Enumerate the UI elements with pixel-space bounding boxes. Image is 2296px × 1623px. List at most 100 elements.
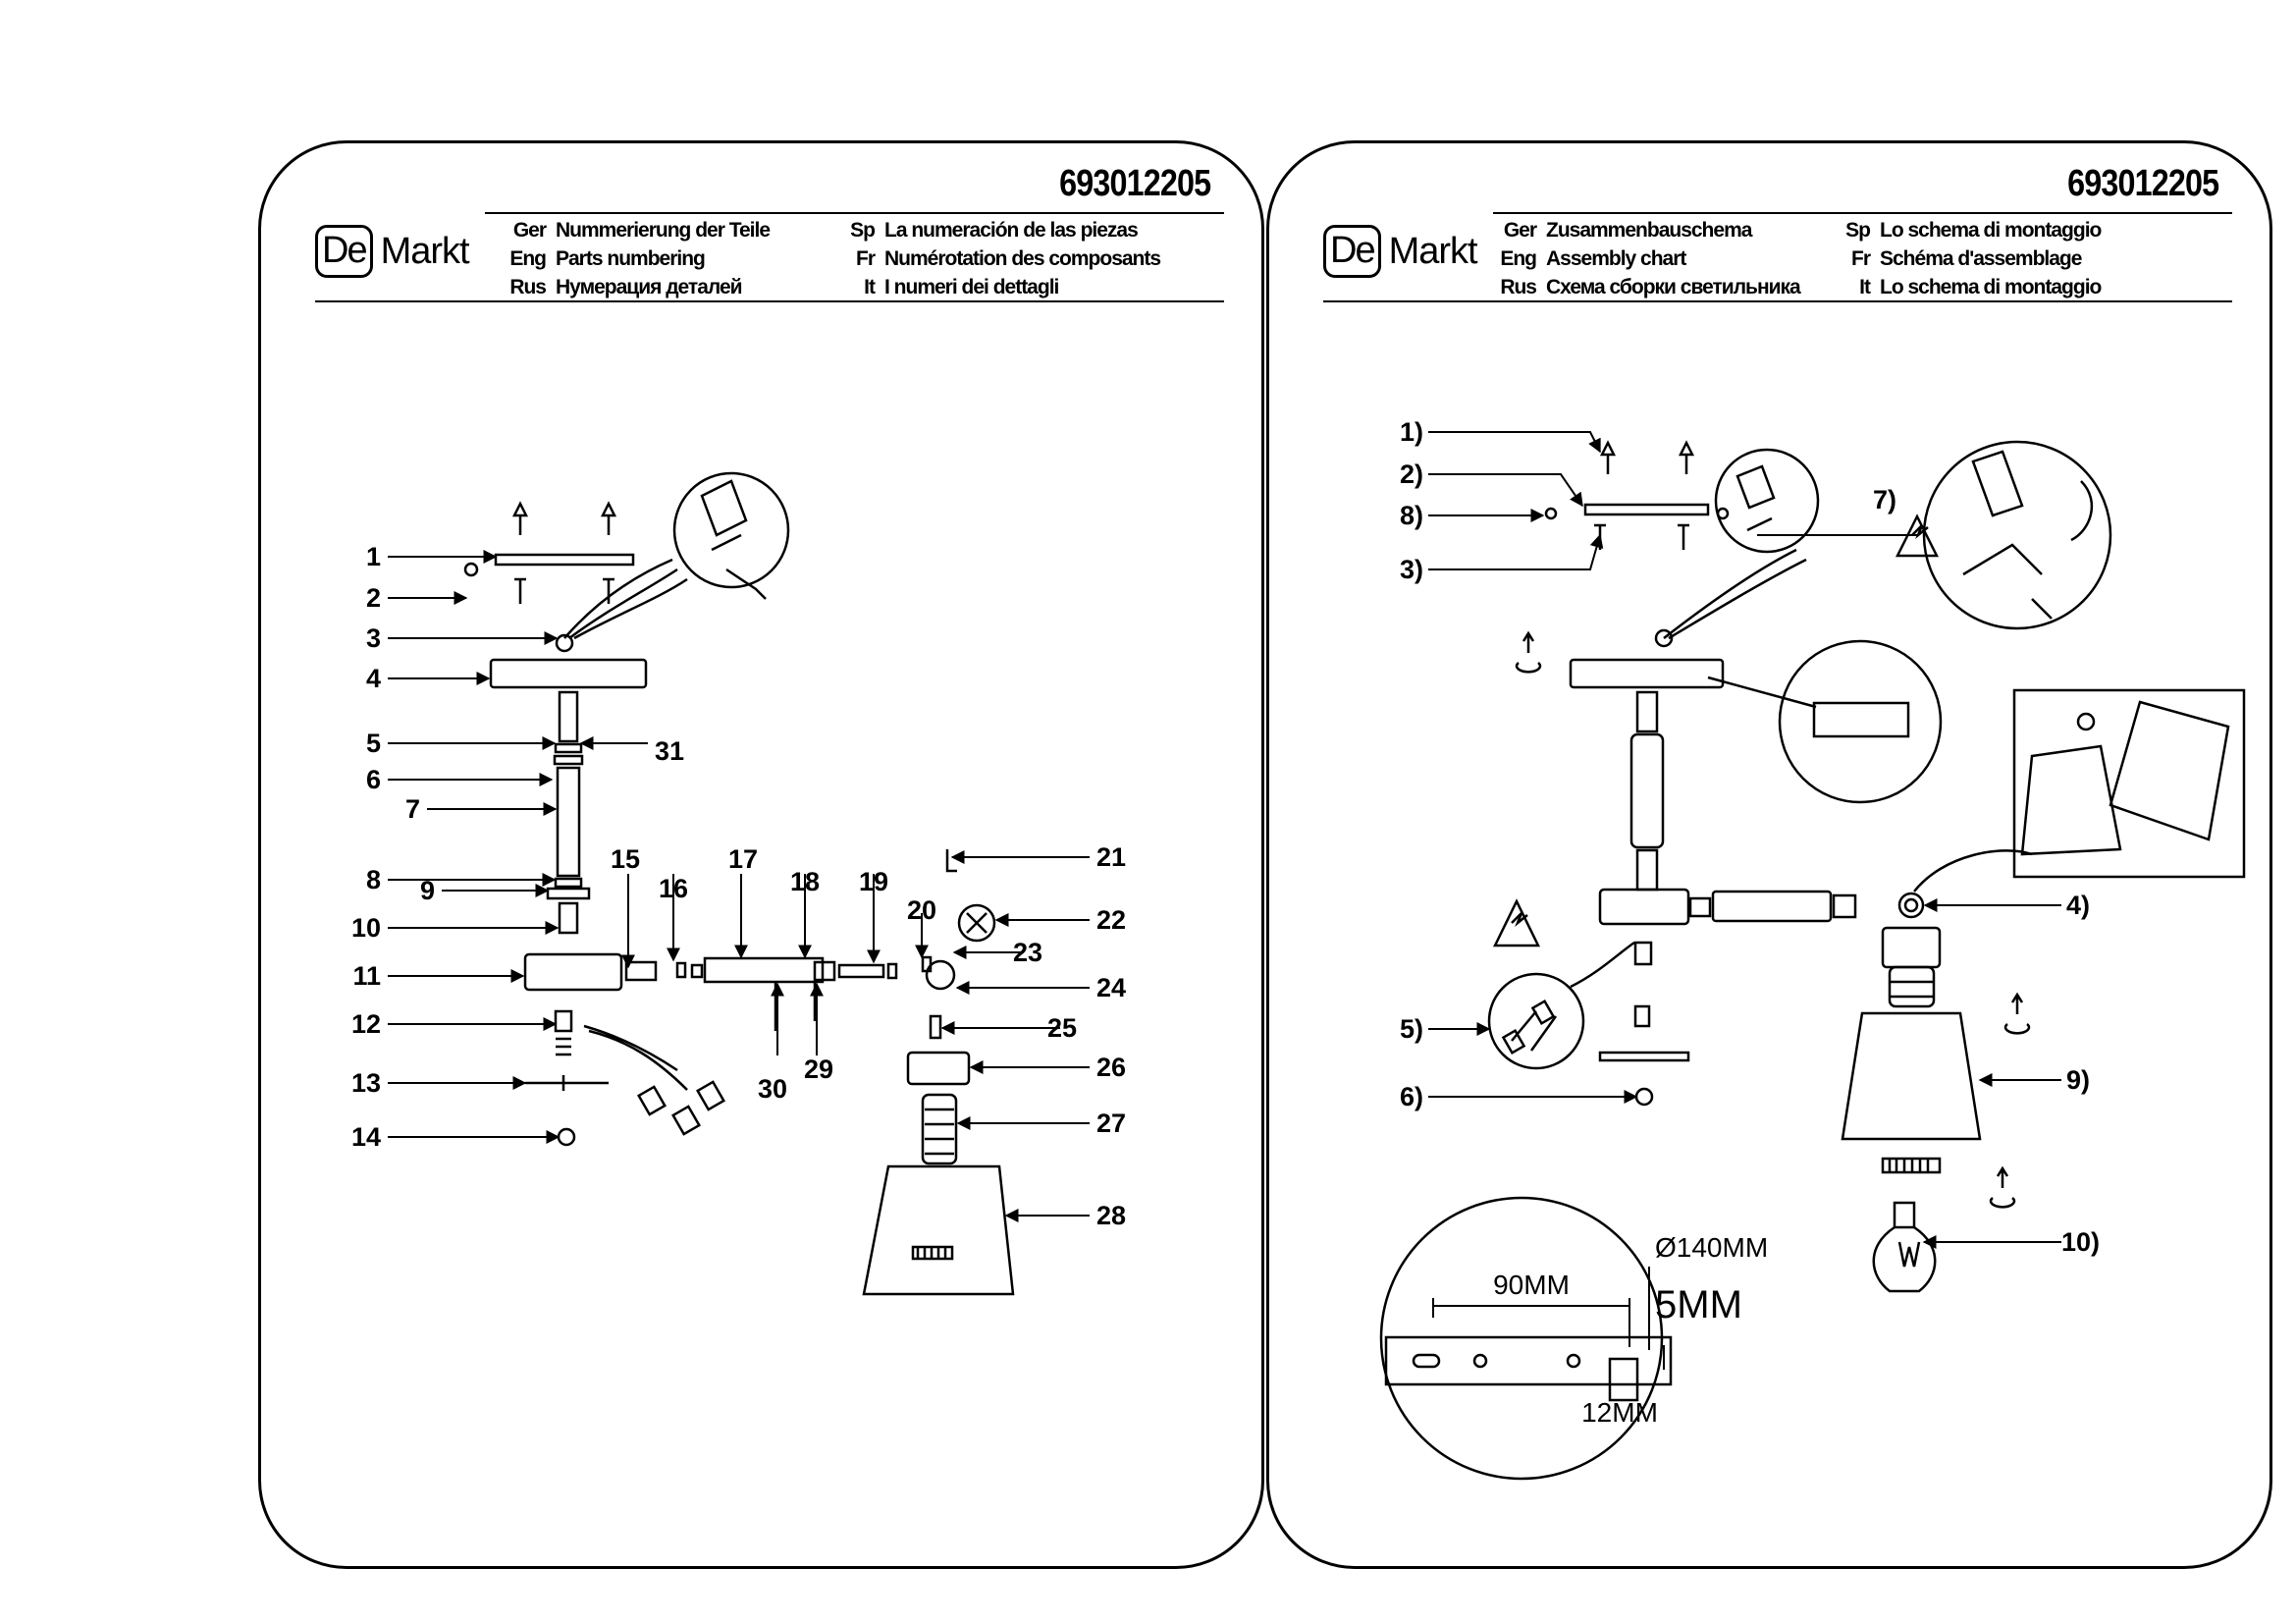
lamp-holder	[921, 1093, 958, 1165]
wall-plug-icon	[600, 501, 617, 535]
left-exploded-view	[388, 471, 1090, 1296]
rotate-icon	[1515, 662, 1542, 674]
screw-icon	[603, 577, 614, 604]
shade-tilt-detail	[2012, 688, 2246, 879]
callout-12: 12	[351, 1009, 381, 1039]
wiring-detail-circle	[672, 471, 790, 589]
ball-nut	[557, 1127, 576, 1147]
header-rule-top	[485, 212, 1224, 214]
shade-ring	[906, 1051, 971, 1086]
junction-box	[523, 952, 623, 992]
title-eng: Assembly chart	[1546, 247, 1686, 270]
callout-3: 3	[366, 623, 381, 653]
title-it: I numeri dei dettagli	[884, 276, 1059, 298]
header-rule-bottom	[315, 300, 1224, 302]
callout-r2: 2)	[1400, 460, 1423, 489]
callout-5: 5	[366, 729, 381, 758]
bracket-plate	[1384, 1335, 1673, 1386]
callout-11: 11	[352, 961, 381, 991]
hook-icon	[945, 849, 957, 873]
mounting-bracket	[494, 553, 635, 567]
stem-tube	[1629, 732, 1665, 849]
arm-tube	[703, 956, 825, 984]
callout-r3: 3)	[1400, 555, 1423, 584]
callout-r1: 1)	[1400, 417, 1423, 447]
lamp-shade	[1841, 1011, 1982, 1141]
right-assembly-view	[1379, 431, 2246, 1481]
callout-10: 10	[351, 913, 381, 943]
callout-21: 21	[1096, 842, 1126, 872]
brand-logo: De Markt	[315, 222, 470, 281]
bulb-icon	[1872, 1225, 1937, 1293]
callout-22: 22	[1096, 905, 1126, 935]
callout-r4: 4)	[2066, 891, 2090, 920]
lamp-shade	[862, 1164, 1015, 1296]
callout-r8: 8)	[1400, 501, 1423, 530]
callout-r5: 5)	[1400, 1014, 1423, 1044]
arm-tube	[1711, 890, 1833, 923]
callout-17: 17	[728, 844, 758, 874]
terminal-block	[554, 1009, 573, 1033]
callout-7: 7	[405, 794, 420, 824]
callout-25: 25	[1047, 1013, 1077, 1043]
header-rule-bottom	[1323, 300, 2232, 302]
brand-word: Markt	[1388, 230, 1478, 272]
header-rule-top	[1493, 212, 2232, 214]
callout-20: 20	[907, 895, 936, 925]
title-sp: Lo schema di montaggio	[1880, 219, 2102, 242]
brand-logo: De Markt	[1323, 222, 1478, 281]
brand-mark: De	[315, 225, 373, 278]
callout-14: 14	[351, 1122, 381, 1152]
wall-plug-icon	[511, 501, 529, 535]
callout-28: 28	[1096, 1201, 1126, 1230]
brand-word: Markt	[380, 230, 470, 272]
spacing-label: 90MM	[1493, 1270, 1570, 1300]
canopy	[489, 658, 648, 689]
swivel-joint	[1897, 892, 1925, 919]
title-ger: Nummerierung der Teile	[556, 219, 771, 242]
callout-2: 2	[366, 583, 381, 613]
screw-icon	[514, 577, 526, 604]
diameter-label: Ø140MM	[1655, 1232, 1768, 1263]
product-code: 693012205	[1058, 163, 1211, 204]
arm-coupler	[624, 960, 658, 982]
canopy	[1569, 658, 1725, 689]
title-it: Lo schema di montaggio	[1880, 276, 2102, 298]
ball-nut	[1634, 1087, 1654, 1107]
offset-label: 5MM	[1655, 1283, 1742, 1326]
title-rus: Схема сборки светильника	[1546, 276, 1801, 298]
callout-r9: 9)	[2066, 1065, 2090, 1095]
title-ger: Zusammenbauschema	[1546, 219, 1752, 242]
callout-9: 9	[420, 876, 435, 905]
swivel-joint	[925, 959, 956, 991]
warning-triangle-icon	[1492, 898, 1541, 947]
bulb-base	[1893, 1201, 1916, 1229]
wiring-zoom-circle	[1487, 972, 1585, 1070]
brand-mark: De	[1323, 225, 1381, 278]
callout-13: 13	[351, 1068, 381, 1098]
bracket-screw	[463, 562, 479, 577]
title-sp: La numeración de las piezas	[884, 219, 1139, 242]
title-rus: Нумерация деталей	[556, 276, 743, 298]
callout-31: 31	[655, 736, 684, 766]
wiring-zoom-circle	[1922, 440, 2112, 630]
stem-upper	[558, 690, 579, 743]
callout-27: 27	[1096, 1109, 1126, 1138]
title-fr: Schéma d'assemblage	[1880, 247, 2082, 270]
callout-23: 23	[1013, 938, 1042, 967]
title-fr: Numérotation des composants	[884, 247, 1161, 270]
callout-19: 19	[859, 867, 888, 896]
stem-tube	[556, 766, 581, 878]
callout-r6: 6)	[1400, 1082, 1423, 1111]
callout-16: 16	[659, 874, 688, 903]
callout-24: 24	[1096, 973, 1126, 1002]
callout-15: 15	[611, 844, 640, 874]
junction-box	[1598, 888, 1690, 926]
mounting-bracket	[1583, 503, 1710, 516]
callout-26: 26	[1096, 1053, 1126, 1082]
callout-6: 6	[366, 765, 381, 794]
